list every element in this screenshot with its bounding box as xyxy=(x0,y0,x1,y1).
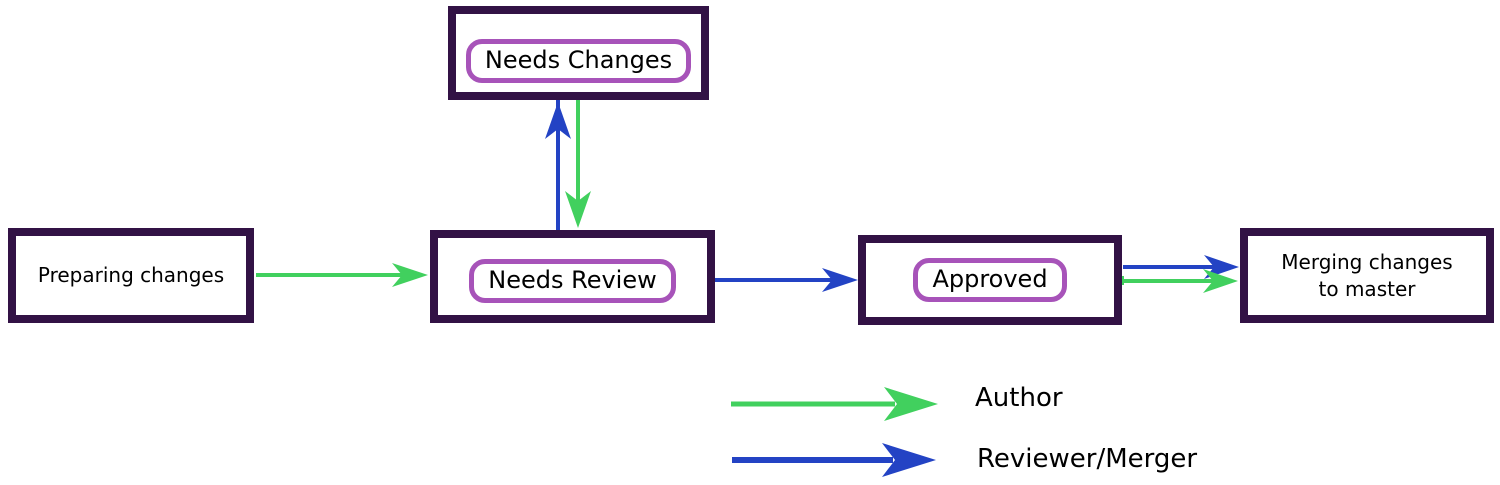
needs-changes-badge-label: Needs Changes xyxy=(484,46,673,74)
legend-reviewer-arrow xyxy=(732,443,936,477)
node-approved: Approved xyxy=(858,235,1122,325)
approved-badge-label: Approved xyxy=(932,265,1048,293)
legend-author-label: Author xyxy=(975,383,1063,413)
node-preparing-changes: Preparing changes xyxy=(8,228,254,323)
edge-needs-changes-to-needs-review xyxy=(565,100,591,228)
node-merging-changes-label: Merging changes to master xyxy=(1281,249,1453,301)
needs-review-badge: Needs Review xyxy=(469,258,676,303)
edge-preparing-to-needs-review xyxy=(256,263,428,287)
node-needs-changes: Needs Changes xyxy=(448,6,709,100)
legend-author-arrow xyxy=(731,387,938,421)
edge-needs-review-to-needs-changes xyxy=(545,100,571,230)
approved-badge: Approved xyxy=(913,258,1067,302)
node-preparing-changes-label: Preparing changes xyxy=(37,263,225,287)
needs-review-badge-label: Needs Review xyxy=(488,265,657,294)
needs-changes-badge: Needs Changes xyxy=(465,39,692,83)
edge-needs-review-to-approved xyxy=(715,268,858,292)
node-needs-review: Needs Review xyxy=(430,230,715,323)
legend-reviewer-label: Reviewer/Merger xyxy=(977,444,1198,474)
node-merging-changes: Merging changes to master xyxy=(1240,228,1494,323)
